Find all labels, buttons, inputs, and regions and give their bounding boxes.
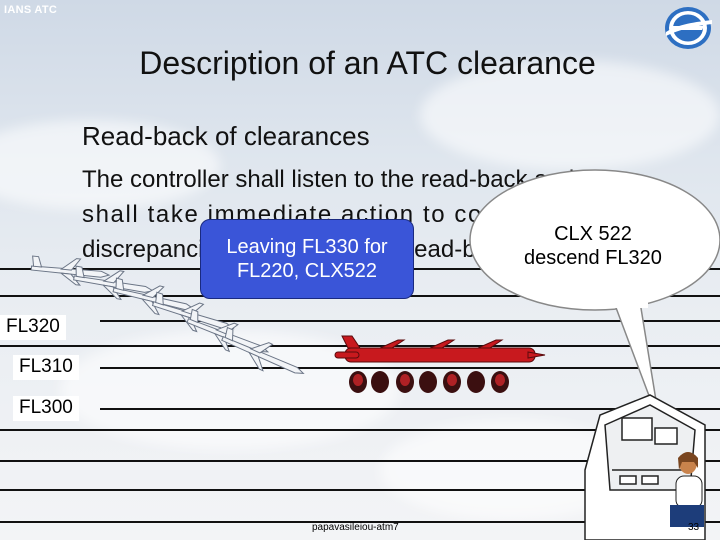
pilot-readback-line: FL220, CLX522: [236, 260, 378, 282]
pilot-readback-bubble: Leaving FL330 for FL220, CLX522: [200, 219, 414, 299]
flight-level-label: FL300: [13, 396, 79, 421]
pilot-readback-line: Leaving FL330 for: [226, 236, 388, 258]
brand-label: IANS ATC: [4, 4, 58, 16]
controller-bubble-shape: [469, 169, 720, 426]
flight-level-label: FL310: [13, 355, 79, 380]
footer-author: papavasileiou-atm7: [312, 522, 399, 533]
controller-clearance-line: descend FL320: [524, 247, 662, 269]
slide-subtitle: Read-back of clearances: [82, 121, 370, 151]
cloud-decoration: [0, 120, 220, 210]
organization-logo: [665, 7, 712, 49]
cloud-decoration: [420, 60, 720, 170]
controller-clearance-line: CLX 522: [554, 223, 632, 245]
controller-person: [670, 452, 704, 527]
page-number: 33: [688, 522, 700, 533]
aircraft-descent-sequence: [30, 255, 305, 374]
slide-title: Description of an ATC clearance: [139, 45, 596, 81]
controller-clearance-text: CLX 522 descend FL320: [498, 222, 688, 270]
body-line-1: The controller shall listen to the read-…: [82, 166, 575, 193]
flight-level-label: FL320: [0, 315, 66, 340]
controller-workstation: [584, 394, 706, 540]
red-aircraft-stack: [334, 335, 546, 393]
